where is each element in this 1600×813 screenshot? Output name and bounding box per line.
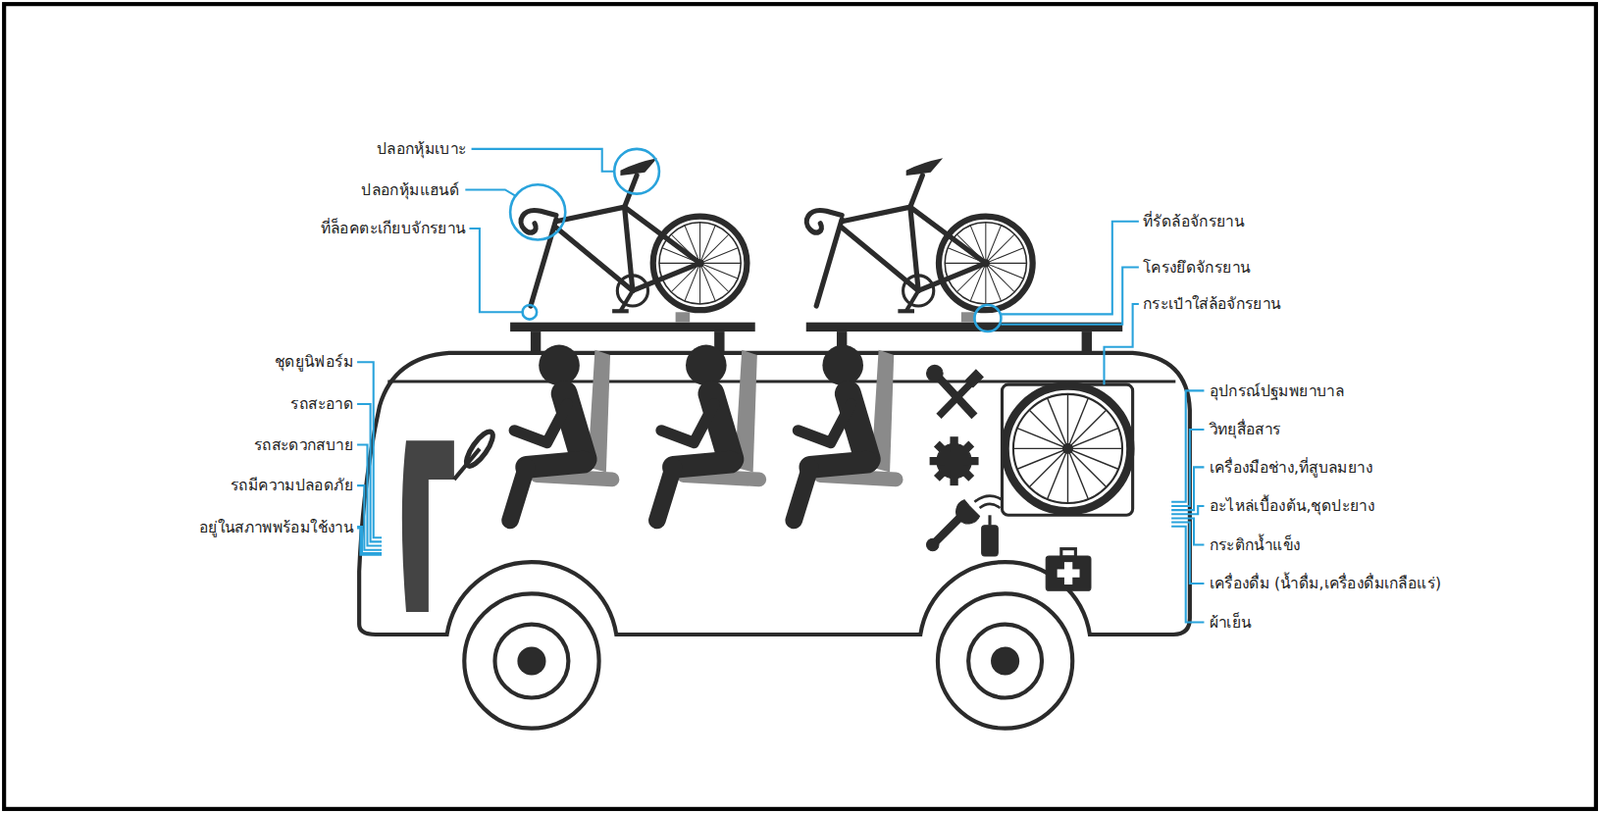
callout-label: รถมีความปลอดภัย [230,476,354,496]
callout-label: กระเป๋าใส่ล้อจักรยาน [1142,295,1281,314]
callout-label: อยู่ในสภาพพร้อมใช้งาน [199,517,354,537]
callout-label: ผ้าเย็น [1209,613,1252,632]
callout-label: ที่รัดล้อจักรยาน [1142,211,1244,231]
callout-label: รถสะอาด [290,395,353,414]
callout-label: อุปกรณ์ปฐมพยาบาล [1209,381,1344,401]
callout-label: วิทยุสื่อสาร [1209,420,1282,440]
callout-label: อะไหล่เบื้องต้น,ชุดปะยาง [1209,497,1375,517]
callout-label: เครื่องดื่ม (น้ำดื่ม,เครื่องดื่มเกลือแร่… [1209,574,1442,594]
callout-label: ปลอกหุ้มแฮนด์ [361,180,460,200]
callout-label: ชุดยูนิฟอร์ม [274,353,354,372]
callout-label: โครงยึดจักรยาน [1142,258,1250,277]
callout-label: ปลอกหุ้มเบาะ [376,140,467,159]
callout-label: ที่ล็อคตะเกียบจักรยาน [320,219,466,239]
callout-label: รถสะดวกสบาย [254,435,354,455]
callout-label: กระติกน้ำแข็ง [1209,535,1301,555]
callout-label: เครื่องมือช่าง,ที่สูบลมยาง [1209,458,1373,477]
